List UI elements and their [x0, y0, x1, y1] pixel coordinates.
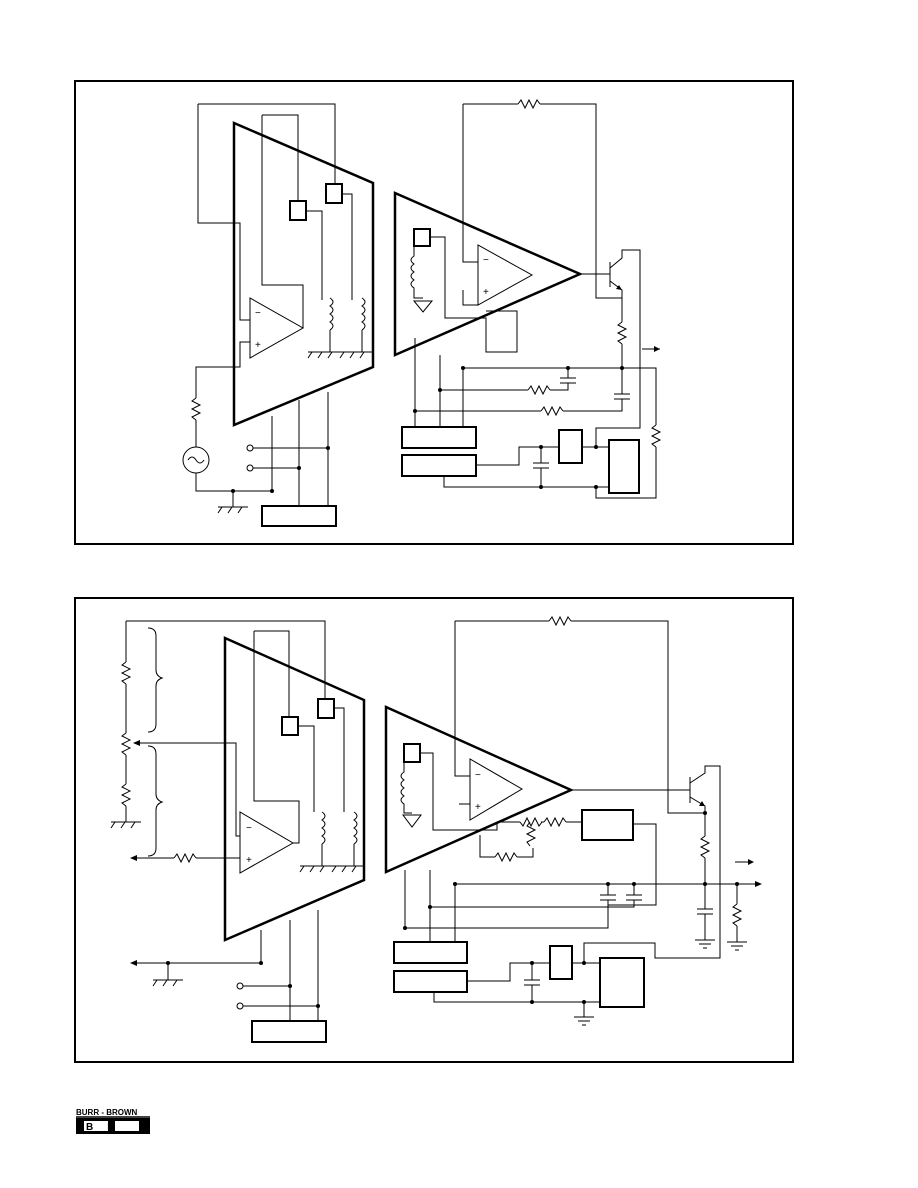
common-arrow-icon: [130, 960, 137, 966]
output-amplifier-body: [393, 191, 584, 357]
output-op-amp-2: [469, 758, 523, 821]
reference-box-2b: [599, 957, 645, 1008]
load-resistor-1: [650, 424, 662, 448]
power-supply-box-1: [261, 505, 337, 527]
svg-text:−: −: [475, 770, 481, 781]
input-arrow-icon-2: [130, 855, 137, 861]
regulator-box-2: [549, 945, 573, 980]
signal-box-3: [281, 716, 299, 736]
transformer-coil-4: [353, 811, 358, 866]
output-arrow-icon-2: [748, 859, 754, 865]
demod-box-1: [413, 228, 431, 247]
ground-icon-3: [152, 979, 178, 987]
ground-hatch-1: [307, 351, 365, 359]
bridge-resistor-1: [120, 661, 132, 685]
svg-text:+: +: [483, 287, 489, 298]
demod-box-2: [403, 743, 421, 763]
output-amplifier-body-2: [384, 705, 575, 874]
figure-2-schematic: − + − +: [74, 597, 794, 1063]
input-op-amp-2: [239, 811, 295, 874]
signal-box-1: [289, 200, 307, 221]
svg-text:−: −: [246, 823, 252, 834]
input-resistor-2: [173, 852, 197, 864]
load-resistor-2: [731, 903, 743, 927]
reference-box-2a: [581, 809, 634, 841]
brace-lower: [147, 745, 164, 857]
output-op-amp: [477, 244, 534, 306]
regulator-box-1: [558, 429, 583, 464]
trim-potentiometer: [525, 821, 537, 847]
ground-hatch-2: [299, 865, 357, 873]
sense-resistor-1: [616, 321, 628, 345]
supply-box-1a: [401, 426, 477, 449]
trim-resistor-1: [494, 851, 518, 863]
feedback-resistor-2: [548, 615, 572, 627]
output-arrow-icon-1: [654, 346, 660, 352]
gain-resistor-1: [527, 384, 551, 396]
transformer-coil-1: [329, 297, 334, 352]
signal-box-4: [317, 698, 335, 719]
svg-text:−: −: [483, 255, 489, 266]
gain-resistor-2: [540, 405, 564, 417]
isolation-amplifier-body-2: [223, 636, 366, 942]
trim-resistor-2: [543, 816, 567, 828]
supply-box-2a: [393, 941, 468, 964]
ground-triangle-2: [402, 814, 422, 828]
reference-box-1: [608, 439, 640, 494]
input-op-amp-plus: +: [255, 340, 261, 351]
logo-mark: BB: [86, 1122, 128, 1133]
signal-box-2: [325, 183, 343, 204]
figure-1-schematic: − +: [74, 80, 794, 545]
input-op-amp-minus: −: [255, 308, 261, 319]
output-terminal-arrow: [755, 881, 762, 887]
ground-triangle-1: [412, 300, 434, 313]
bridge-resistor-2: [120, 783, 132, 807]
supply-box-2b: [393, 970, 468, 993]
feedback-resistor-1: [517, 98, 541, 110]
ground-icon-2: [110, 821, 136, 829]
power-supply-box-2: [251, 1020, 327, 1043]
svg-text:+: +: [475, 802, 481, 813]
transformer-coil-2: [361, 297, 366, 352]
input-resistor: [190, 397, 202, 421]
sense-resistor-2: [699, 835, 711, 859]
isolation-amplifier-body: [232, 121, 375, 427]
brace-upper: [147, 627, 164, 733]
figure-2-frame: [74, 597, 794, 1063]
transformer-coil-3: [321, 811, 326, 866]
supply-box-1b: [401, 454, 477, 477]
bridge-potentiometer: [120, 732, 132, 756]
input-op-amp: [249, 297, 305, 359]
ground-icon-1: [217, 506, 243, 514]
figure-1-frame: [74, 80, 794, 545]
logo-text: BURR - BROWN: [76, 1108, 138, 1117]
burr-brown-logo: BURR - BROWN BB: [76, 1108, 150, 1134]
svg-text:+: +: [246, 855, 252, 866]
